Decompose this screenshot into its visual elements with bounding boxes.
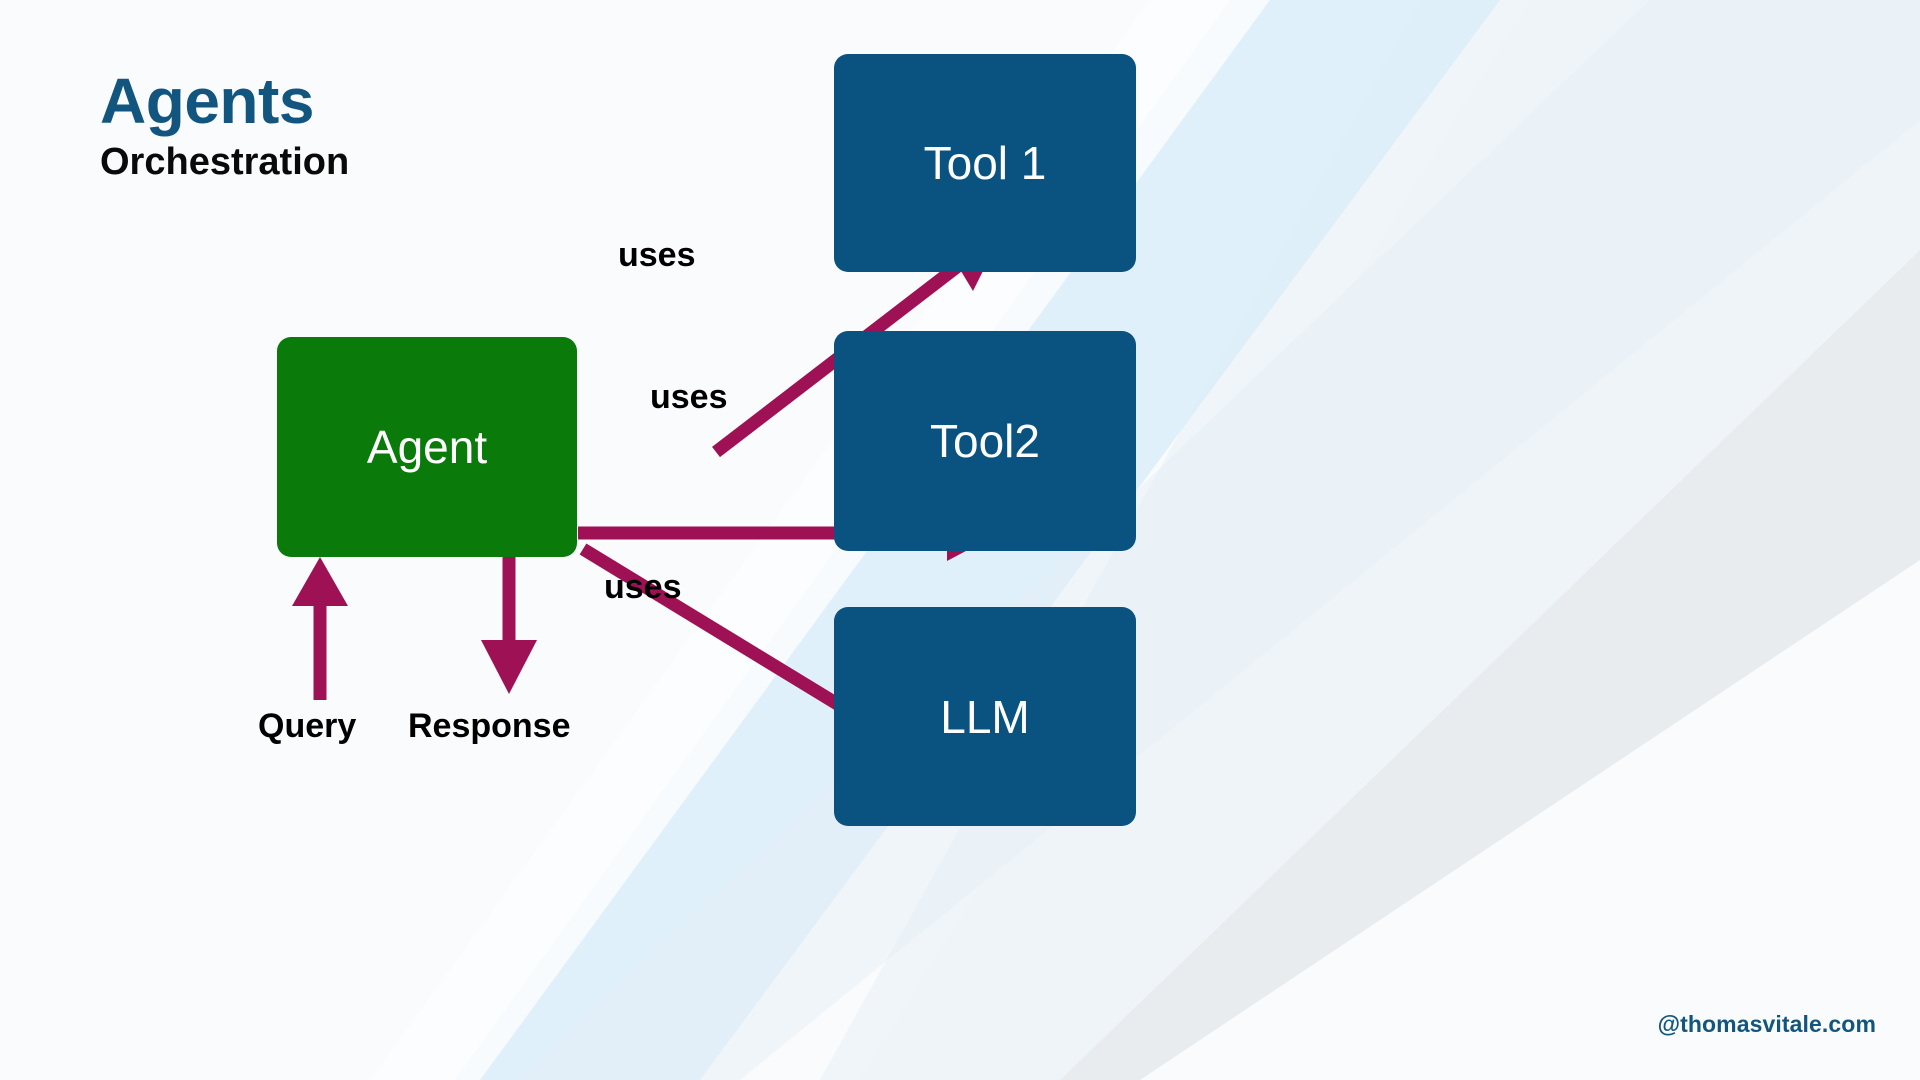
- label-query: Query: [258, 707, 357, 745]
- decor-band-soft: [520, 0, 1920, 1080]
- edge-query-in: [292, 557, 348, 700]
- edge-label-uses-tool2: uses: [650, 378, 728, 416]
- node-llm-label: LLM: [940, 690, 1030, 743]
- node-tool1-label: Tool 1: [923, 137, 1047, 189]
- label-response: Response: [408, 707, 571, 745]
- page-subtitle: Orchestration: [100, 141, 350, 184]
- title-block: Agents Orchestration: [100, 65, 350, 184]
- node-tool2[interactable]: Tool2: [834, 331, 1136, 551]
- watermark-handle: @thomasvitale.com: [1657, 1011, 1876, 1037]
- edge-label-uses-llm: uses: [604, 568, 682, 606]
- node-tool2-label: Tool2: [930, 415, 1040, 467]
- edge-label-uses-tool1: uses: [618, 236, 696, 274]
- node-llm[interactable]: LLM: [834, 607, 1136, 826]
- node-agent[interactable]: Agent: [277, 337, 577, 557]
- page-title: Agents: [100, 65, 314, 137]
- edge-response-out: [481, 557, 537, 694]
- node-tool1[interactable]: Tool 1: [834, 54, 1136, 272]
- node-agent-label: Agent: [366, 421, 488, 473]
